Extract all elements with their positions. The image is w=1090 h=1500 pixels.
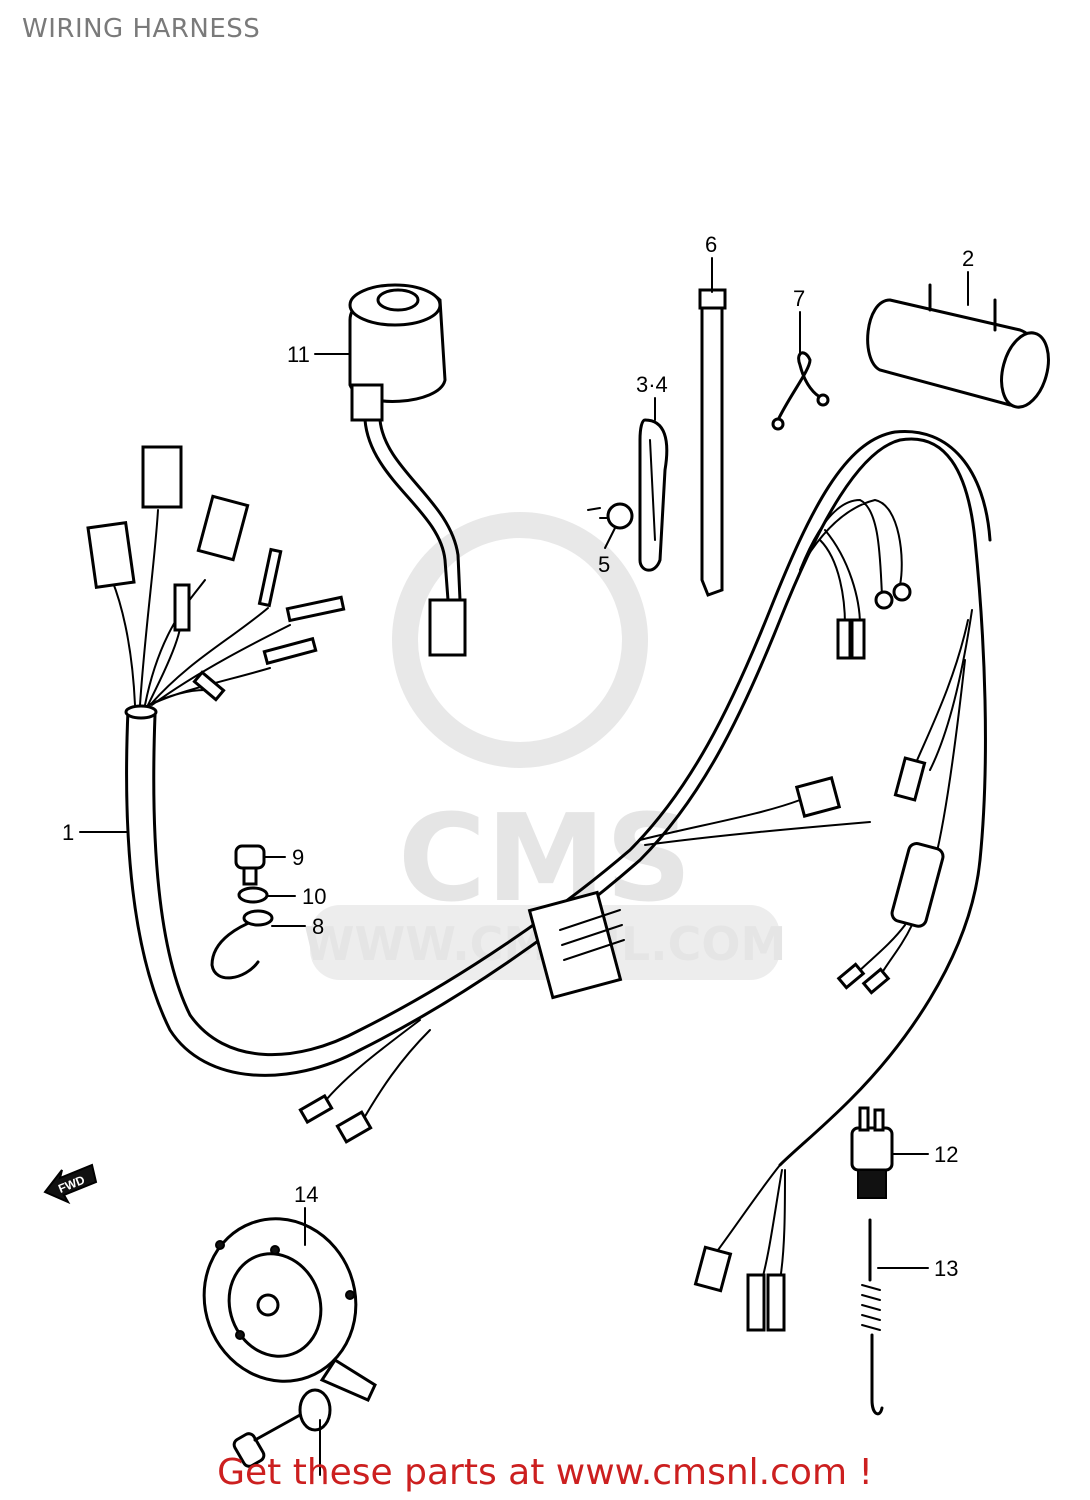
fwd-arrow: FWD	[43, 1163, 98, 1205]
part-12-stop-switch	[850, 1106, 894, 1199]
callouts: 1 2 3·4 5 6 7 8 9 10 11 12 13 14	[62, 232, 974, 1281]
callout-10: 10	[302, 884, 326, 909]
part-8-hook	[210, 916, 264, 980]
part-13-spring	[861, 1218, 884, 1416]
page-title: WIRING HARNESS	[22, 14, 261, 44]
callout-2: 2	[962, 246, 974, 271]
part-6-cable-tie	[698, 288, 727, 597]
part-9-bolt	[234, 844, 266, 886]
callout-6: 6	[705, 232, 717, 257]
main-harness	[86, 429, 992, 1332]
part-14-horn	[202, 1217, 377, 1468]
callout-1: 1	[62, 820, 74, 845]
callout-14: 14	[294, 1182, 318, 1207]
part-10-washer	[237, 886, 274, 927]
callout-3-4: 3·4	[636, 372, 668, 397]
callout-5: 5	[598, 552, 610, 577]
leader-lines	[79, 257, 969, 1476]
callout-12: 12	[934, 1142, 958, 1167]
part-5-screw	[587, 502, 634, 530]
part-11-ignition-switch	[348, 283, 467, 657]
callout-8: 8	[312, 914, 324, 939]
callout-9: 9	[292, 845, 304, 870]
callout-11: 11	[287, 342, 310, 367]
callout-13: 13	[934, 1256, 958, 1281]
callout-7: 7	[793, 286, 805, 311]
footer-link[interactable]: Get these parts at www.cmsnl.com !	[217, 1452, 873, 1493]
part-2-condenser	[866, 283, 1050, 409]
part-3-4-clamp	[638, 418, 669, 572]
part-7-clip	[771, 351, 830, 431]
